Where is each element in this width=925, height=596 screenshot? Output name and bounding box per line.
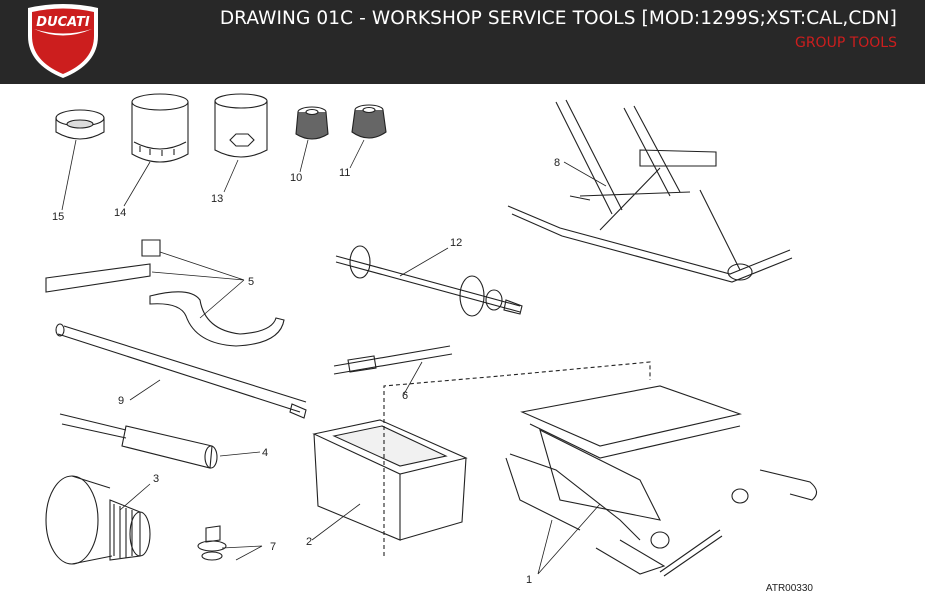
callout-10[interactable]: 10 [290, 172, 302, 184]
callouts: 15 14 13 10 11 12 8 5 9 4 3 6 2 7 1 [52, 157, 560, 586]
group-link[interactable]: GROUP TOOLS [794, 35, 897, 51]
part-15-cap[interactable] [55, 109, 105, 140]
callout-7[interactable]: 7 [270, 541, 276, 553]
callout-5[interactable]: 5 [248, 276, 254, 288]
part-2-tray[interactable] [312, 419, 468, 541]
part-8-front-stand[interactable] [507, 99, 793, 283]
header-bar: DUCATI DRAWING 01C - WORKSHOP SERVICE TO… [0, 0, 925, 84]
part-11-bushing[interactable] [351, 104, 387, 139]
page-title: DRAWING 01C - WORKSHOP SERVICE TOOLS [MO… [219, 8, 897, 29]
part-5-spanners[interactable] [45, 239, 285, 347]
part-12-bolt[interactable] [335, 245, 523, 317]
part-7-pin[interactable] [197, 525, 227, 561]
logo-text: DUCATI [36, 15, 90, 30]
callout-12[interactable]: 12 [450, 237, 462, 249]
part-13-hex-socket[interactable] [214, 93, 268, 158]
part-1-lift-stand[interactable] [505, 385, 818, 577]
ducati-logo[interactable]: DUCATI [22, 2, 104, 80]
part-4-shaft[interactable] [59, 413, 218, 469]
leader-lines [61, 139, 607, 575]
part-6-rod[interactable] [333, 345, 453, 375]
callout-14[interactable]: 14 [114, 207, 126, 219]
callout-3[interactable]: 3 [153, 473, 159, 485]
callout-6[interactable]: 6 [402, 390, 408, 402]
part-3-adapter[interactable] [45, 475, 151, 565]
callout-4[interactable]: 4 [262, 447, 268, 459]
callout-15[interactable]: 15 [52, 211, 64, 223]
callout-1[interactable]: 1 [526, 574, 532, 586]
drawing-reference: ATR00330 [765, 583, 813, 594]
callout-2[interactable]: 2 [306, 536, 312, 548]
callout-8[interactable]: 8 [554, 157, 560, 169]
callout-9[interactable]: 9 [118, 395, 124, 407]
part-10-bushing[interactable] [295, 106, 329, 140]
callout-13[interactable]: 13 [211, 193, 223, 205]
part-9-bar[interactable] [55, 323, 307, 419]
exploded-diagram: 15 14 13 10 11 12 8 5 9 4 3 6 2 7 1 [45, 93, 818, 586]
part-14-socket[interactable] [131, 93, 189, 163]
callout-11[interactable]: 11 [339, 167, 350, 179]
